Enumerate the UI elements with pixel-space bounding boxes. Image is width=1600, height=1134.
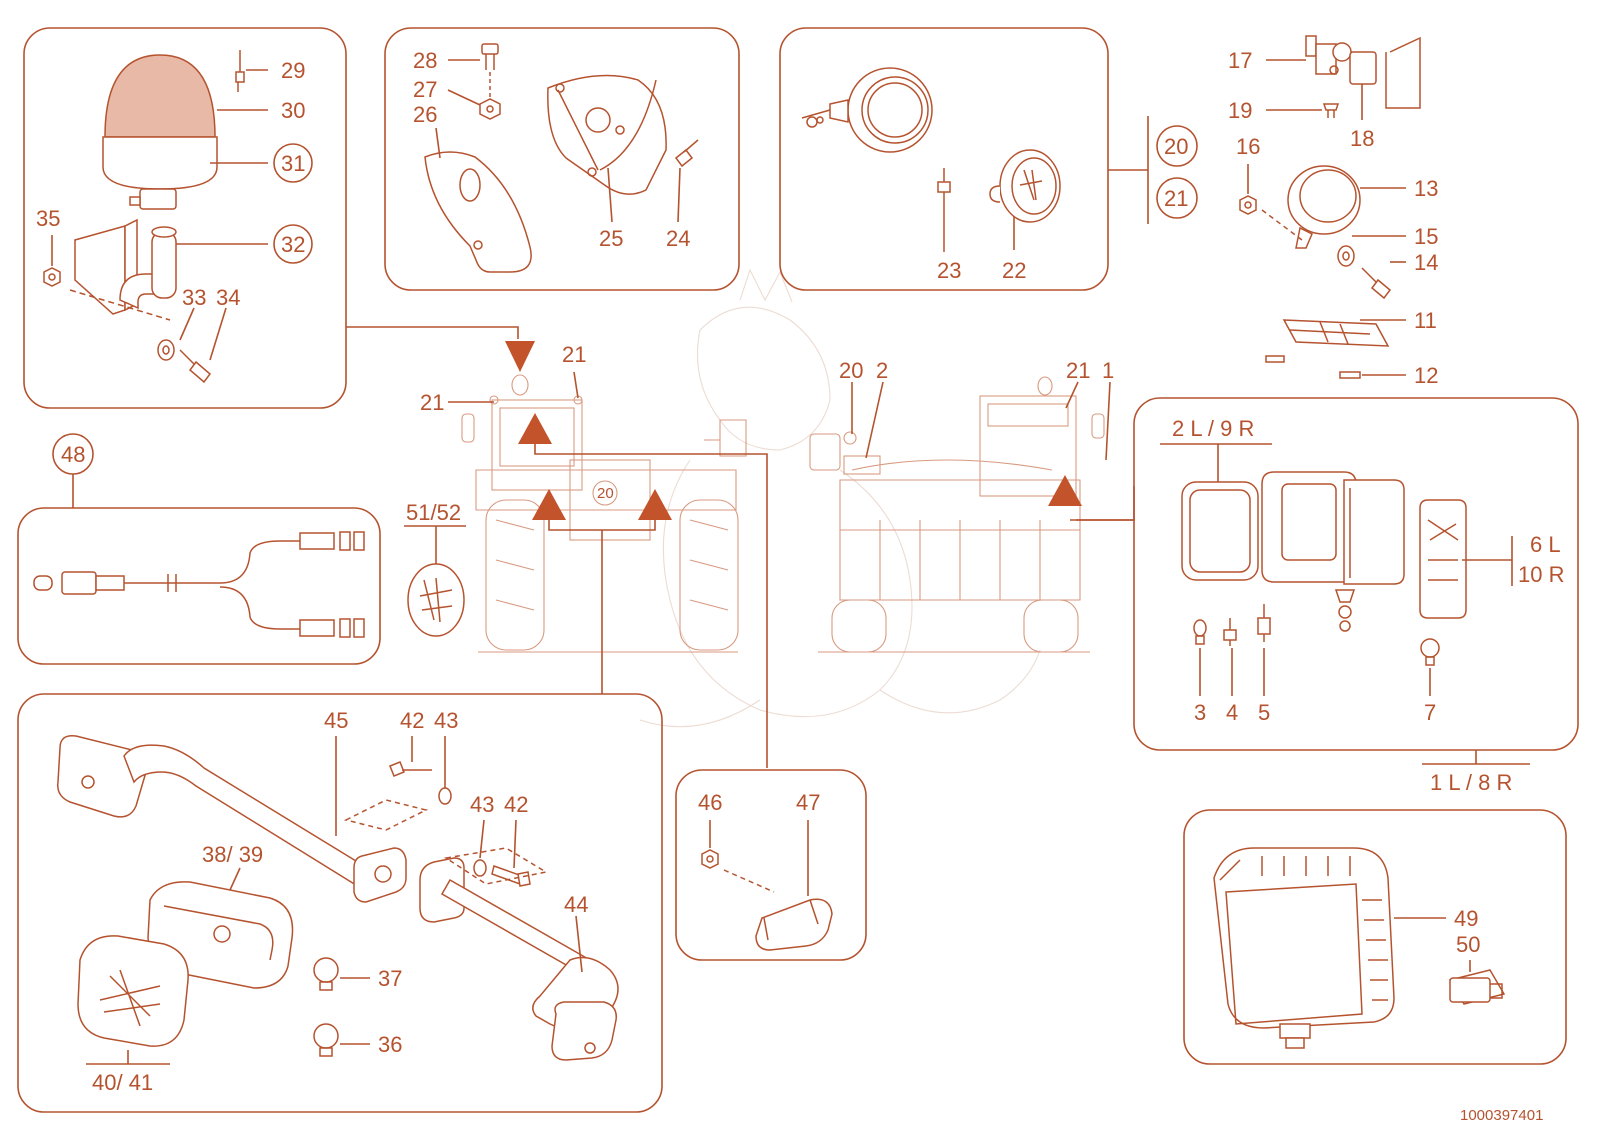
callout-33: 33	[182, 285, 206, 310]
callout-13: 13	[1414, 176, 1438, 201]
callout-21-ring: 21	[1164, 186, 1188, 211]
callout-45: 45	[324, 708, 348, 733]
callout-1l-8r: 1 L / 8 R	[1430, 770, 1512, 795]
group-round-lamps: 23 22 20 21	[779, 27, 1198, 291]
marker-arrow-up	[638, 489, 672, 520]
callout-36: 36	[378, 1032, 402, 1057]
group-horn-switch: 17 18 19 13 16 15 14 11 12	[1228, 35, 1438, 388]
machine-rear-view: 20	[461, 374, 747, 653]
callout-38-39: 38/ 39	[202, 842, 263, 867]
callout-21-right: 21	[1066, 358, 1090, 383]
machine-callouts: 21 21 20 2 21 1	[420, 342, 1135, 768]
callout-2l-9r: 2 L / 9 R	[1172, 416, 1254, 441]
callout-10r: 10 R	[1518, 562, 1564, 587]
callout-27: 27	[413, 77, 437, 102]
callout-11: 11	[1414, 308, 1437, 333]
marker-arrow-up	[1048, 475, 1082, 506]
callout-46: 46	[698, 790, 722, 815]
group-side-light: 45 42 43 44 43 42 38/ 39	[17, 693, 663, 1113]
callout-20-ring: 20	[1164, 134, 1188, 159]
marker-arrow-up	[532, 489, 566, 520]
callout-17: 17	[1228, 48, 1252, 73]
group-beacon: 29 30 31 32 35 33 34	[23, 27, 535, 409]
callout-6l: 6 L	[1530, 532, 1561, 557]
callout-50: 50	[1456, 932, 1480, 957]
callout-49: 49	[1454, 906, 1478, 931]
callout-37: 37	[378, 966, 402, 991]
callout-5: 5	[1258, 700, 1270, 725]
callout-42-bottom: 42	[504, 792, 528, 817]
callout-32: 32	[281, 232, 305, 257]
callout-48: 48	[61, 442, 85, 467]
callout-21-top: 21	[562, 342, 586, 367]
callout-29: 29	[281, 58, 305, 83]
callout-51-52: 51/52	[406, 500, 461, 525]
callout-26: 26	[413, 102, 437, 127]
marker-arrow-down	[505, 341, 535, 372]
callout-15: 15	[1414, 224, 1438, 249]
group-led-work-lamp: 49 50	[1183, 809, 1567, 1065]
callout-31: 31	[281, 151, 305, 176]
callout-2: 2	[876, 358, 888, 383]
callout-16: 16	[1236, 134, 1260, 159]
callout-7: 7	[1424, 700, 1436, 725]
callout-47: 47	[796, 790, 820, 815]
callout-19: 19	[1228, 98, 1252, 123]
callout-42-top: 42	[400, 708, 424, 733]
diagram-id: 1000397401	[1460, 1107, 1543, 1124]
callout-44: 44	[564, 892, 588, 917]
machine-front-view	[809, 376, 1105, 653]
callout-20-machine: 20	[839, 358, 863, 383]
callout-43-bottom: 43	[470, 792, 494, 817]
callout-21-left: 21	[420, 390, 444, 415]
callout-24: 24	[666, 226, 690, 251]
group-mount-bracket: 28 27 26 25 24	[384, 27, 740, 291]
callout-4: 4	[1226, 700, 1238, 725]
group-wiring-harness: 48	[17, 433, 381, 665]
group-lens-51-52: 51/52	[404, 500, 466, 637]
group-rear-lights: 2 L / 9 R 6 L 10 R 3 4 5 7 1 L /	[1076, 397, 1579, 795]
callout-30: 30	[281, 98, 305, 123]
callout-35: 35	[36, 206, 60, 231]
group-marker-lamp: 46 47	[675, 769, 867, 961]
callout-25: 25	[599, 226, 623, 251]
callout-3: 3	[1194, 700, 1206, 725]
watermark	[639, 268, 1041, 728]
callout-28: 28	[413, 48, 437, 73]
callout-43-top: 43	[434, 708, 458, 733]
beacon-dome	[104, 54, 216, 138]
callout-40-41: 40/ 41	[92, 1070, 153, 1095]
callout-34: 34	[216, 285, 240, 310]
callout-23: 23	[937, 258, 961, 283]
callout-12: 12	[1414, 363, 1438, 388]
callout-18: 18	[1350, 126, 1374, 151]
machine-callout-20: 20	[597, 485, 614, 502]
callout-14: 14	[1414, 250, 1438, 275]
marker-arrow-up	[518, 413, 552, 444]
callout-1: 1	[1102, 358, 1114, 383]
callout-22: 22	[1002, 258, 1026, 283]
